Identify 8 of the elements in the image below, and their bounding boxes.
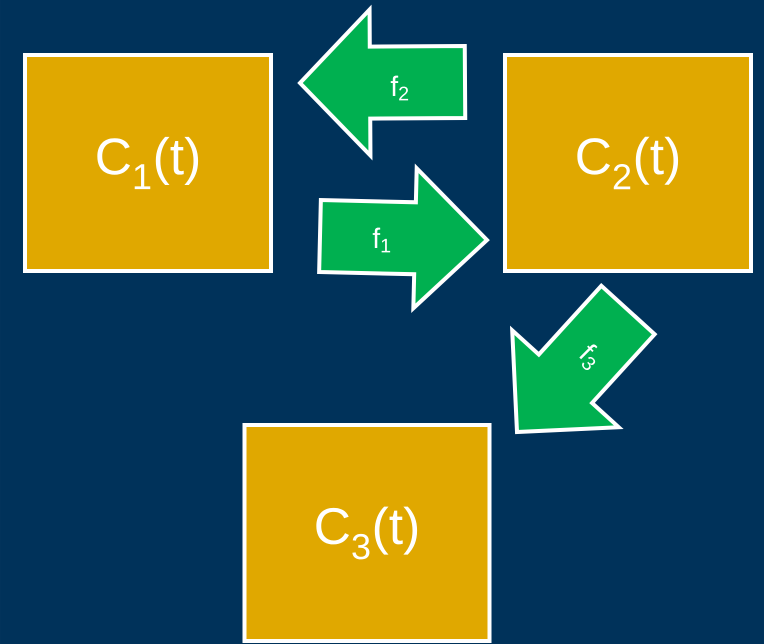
block-arrow: [297, 4, 468, 161]
compartment-box: C$_{3}$(t): [242, 423, 492, 643]
compartment-box: C$_{1}$(t): [23, 53, 273, 273]
edge-label: f$_{1}$: [371, 226, 393, 254]
edge-label: f$_{3}$: [572, 340, 608, 374]
edge-label: f$_{2}$: [389, 74, 411, 102]
block-arrow: [317, 164, 490, 313]
compartment-box: C$_{2}$(t): [503, 53, 753, 273]
